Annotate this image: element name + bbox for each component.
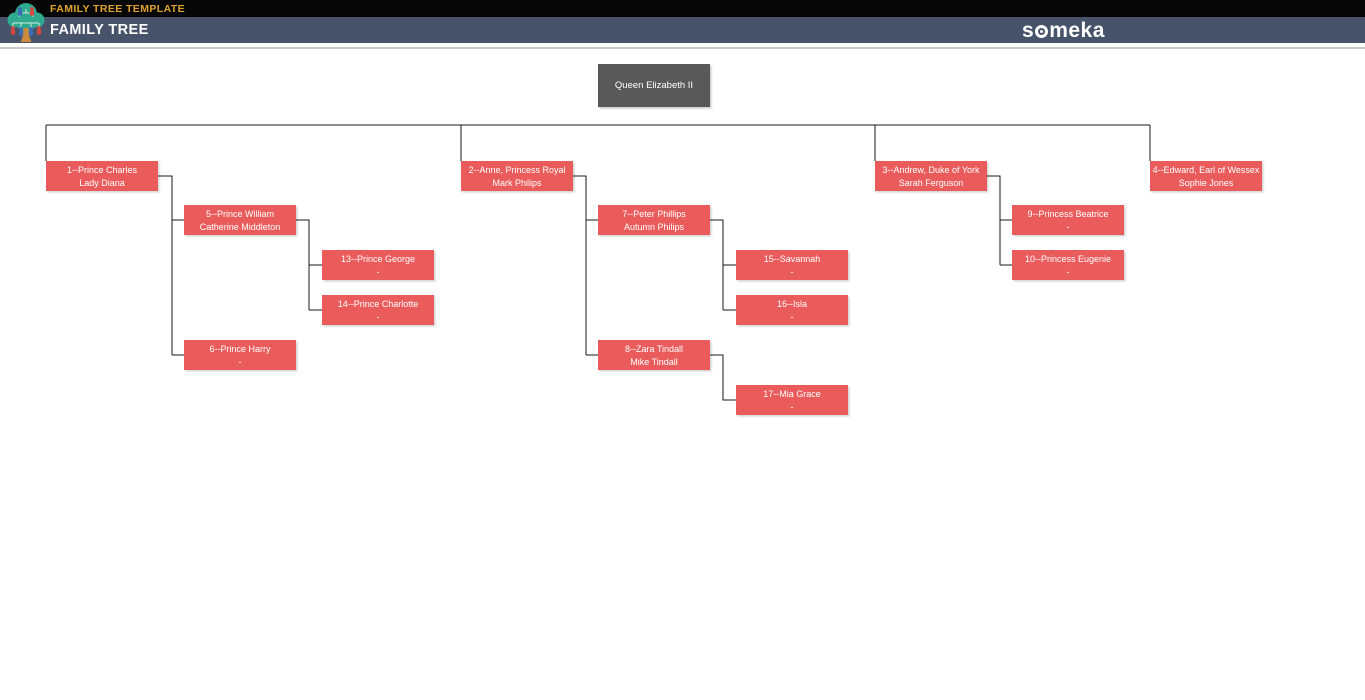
node-name: 9--Princess Beatrice — [1027, 208, 1109, 219]
tree-node-7-peter-phillips[interactable]: 7--Peter Phillips Autumn Philips — [598, 205, 710, 235]
node-spouse: - — [1066, 266, 1070, 277]
node-spouse: Sarah Ferguson — [898, 177, 964, 188]
tree-node-4-edward-earl-of-wessex[interactable]: 4--Edward, Earl of Wessex Sophie Jones — [1150, 161, 1262, 191]
tree-node-5-prince-william[interactable]: 5--Prince William Catherine Middleton — [184, 205, 296, 235]
node-spouse: - — [790, 401, 794, 412]
root-node-label: Queen Elizabeth II — [614, 80, 694, 91]
node-name: 8--Zara Tindall — [624, 343, 684, 354]
node-name: 17--Mia Grace — [763, 388, 821, 399]
tree-node-root[interactable]: Queen Elizabeth II — [598, 64, 710, 107]
connector-n8-children — [710, 354, 736, 401]
connector-n5-children — [296, 219, 322, 311]
tree-node-10-princess-eugenie[interactable]: 10--Princess Eugenie - — [1012, 250, 1124, 280]
node-spouse: - — [790, 311, 794, 322]
template-title: FAMILY TREE TEMPLATE — [50, 3, 185, 15]
node-spouse: - — [238, 356, 242, 367]
tree-node-2-anne-princess-royal[interactable]: 2--Anne, Princess Royal Mark Philips — [461, 161, 573, 191]
node-name: 16--Isla — [776, 298, 807, 309]
connector-n1-children — [158, 175, 184, 356]
tree-node-8-zara-tindall[interactable]: 8--Zara Tindall Mike Tindall — [598, 340, 710, 370]
node-name: 6--Prince Harry — [209, 343, 271, 354]
node-spouse: - — [1066, 221, 1070, 232]
node-name: 10--Princess Eugenie — [1024, 253, 1112, 264]
node-spouse: - — [376, 311, 380, 322]
node-name: 3--Andrew, Duke of York — [882, 164, 980, 175]
node-spouse: Lady Diana — [79, 177, 125, 188]
node-name: 15--Savannah — [763, 253, 821, 264]
node-name: 4--Edward, Earl of Wessex — [1152, 164, 1260, 175]
page-title: FAMILY TREE — [50, 22, 149, 38]
connector-n3-children — [987, 175, 1012, 266]
tree-node-17-mia-grace[interactable]: 17--Mia Grace - — [736, 385, 848, 415]
tree-node-9-princess-beatrice[interactable]: 9--Princess Beatrice - — [1012, 205, 1124, 235]
node-name: 2--Anne, Princess Royal — [468, 164, 566, 175]
connector-n7-children — [710, 219, 736, 311]
family-tree-logo-icon — [7, 1, 45, 43]
node-name: 1--Prince Charles — [66, 164, 138, 175]
node-spouse: - — [790, 266, 794, 277]
tree-node-1-prince-charles[interactable]: 1--Prince Charles Lady Diana — [46, 161, 158, 191]
top-title-bar — [0, 0, 1365, 17]
someka-brand-logo[interactable]: s meka — [1022, 17, 1105, 43]
tree-node-14-prince-charlotte[interactable]: 14--Prince Charlotte - — [322, 295, 434, 325]
brand-text-prefix: s — [1022, 18, 1035, 42]
tree-node-13-prince-george[interactable]: 13--Prince George - — [322, 250, 434, 280]
tree-node-15-savannah[interactable]: 15--Savannah - — [736, 250, 848, 280]
node-spouse: Sophie Jones — [1178, 177, 1234, 188]
node-spouse: - — [376, 266, 380, 277]
tree-connector-lines — [45, 124, 1151, 401]
node-name: 13--Prince George — [340, 253, 416, 264]
header-separator — [0, 47, 1365, 49]
brand-text-suffix: meka — [1049, 18, 1105, 42]
node-spouse: Catherine Middleton — [199, 221, 281, 232]
node-spouse: Autumn Philips — [623, 221, 685, 232]
tree-node-3-andrew-duke-of-york[interactable]: 3--Andrew, Duke of York Sarah Ferguson — [875, 161, 987, 191]
node-spouse: Mark Philips — [492, 177, 542, 188]
app-header: FAMILY TREE TEMPLATE FAMILY TREE s meka — [0, 0, 1365, 49]
family-tree-canvas: Queen Elizabeth II 1--Prince Charles Lad… — [0, 49, 1365, 700]
brand-o-ring-icon — [1035, 25, 1049, 38]
connector-n2-children — [573, 175, 598, 356]
node-spouse: Mike Tindall — [630, 356, 678, 367]
node-name: 14--Prince Charlotte — [337, 298, 419, 309]
tree-node-16-isla[interactable]: 16--Isla - — [736, 295, 848, 325]
tree-node-6-prince-harry[interactable]: 6--Prince Harry - — [184, 340, 296, 370]
node-name: 5--Prince William — [205, 208, 274, 219]
main-title-bar — [0, 17, 1365, 43]
node-name: 7--Peter Phillips — [622, 208, 686, 219]
